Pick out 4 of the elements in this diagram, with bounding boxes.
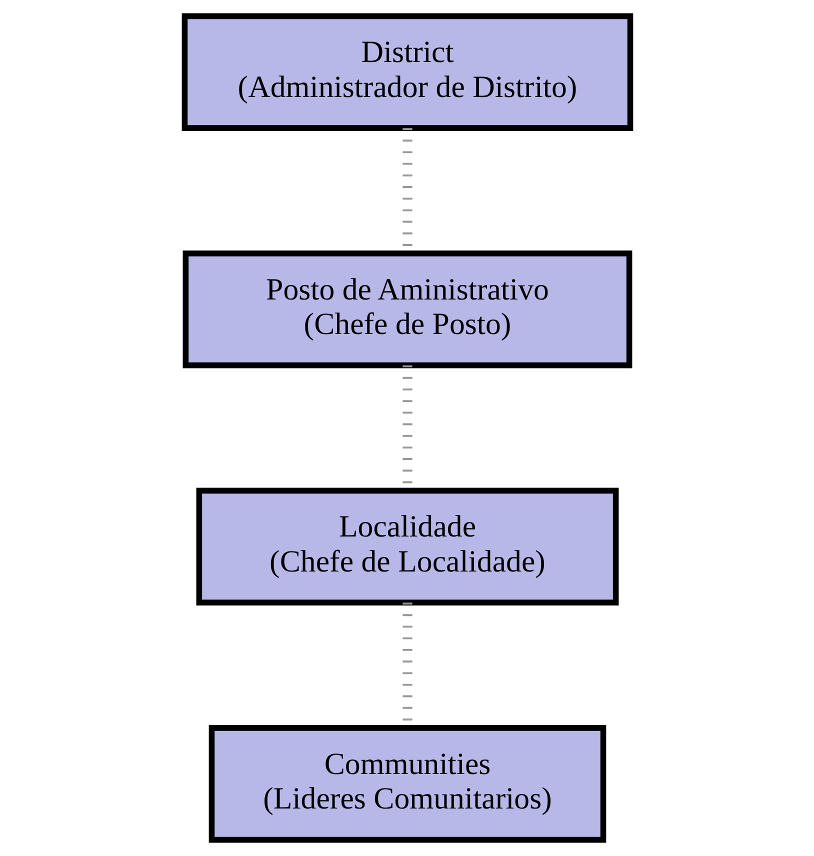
node-box: Posto de Aministrativo (Chefe de Posto) [182, 250, 632, 368]
node-box: Localidade (Chefe de Localidade) [196, 488, 618, 606]
node-box: Communities (Lideres Comunitarios) [208, 725, 606, 843]
node-box: District (Administrador de Distrito) [181, 13, 633, 131]
